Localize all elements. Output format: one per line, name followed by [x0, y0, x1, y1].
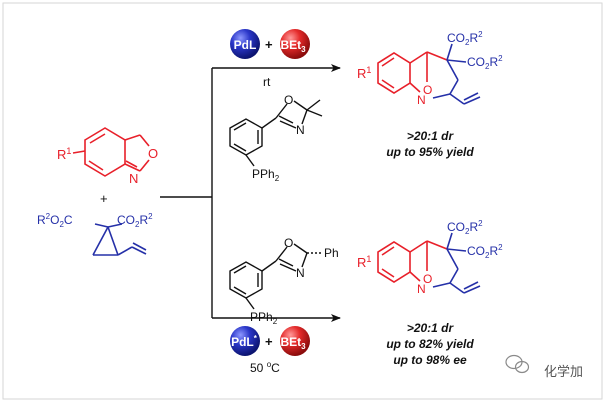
bottom-result-dr: >20:1 dr [407, 321, 455, 335]
top-ligand-structure [229, 99, 323, 167]
svg-text:PdL: PdL [234, 38, 257, 52]
bottom-catalyst-plus: + [265, 334, 273, 349]
bottom-ligand-o-atom: O [284, 236, 293, 250]
top-result-yield: up to 95% yield [386, 145, 474, 159]
watermark-text: 化学加 [543, 365, 583, 380]
bottom-product-structure [377, 232, 481, 294]
svg-text:BEt3: BEt3 [280, 335, 306, 351]
top-catalyst-plus: + [265, 37, 273, 52]
top-product-r1: R1 [357, 65, 371, 81]
bottom-product-ester-2: CO2R2 [467, 243, 503, 260]
top-product-o-atom: O [423, 83, 432, 97]
cyclopropane-right-ester: CO2R2 [117, 212, 153, 229]
vinylcyclopropane-reactant [92, 223, 147, 256]
top-pd-catalyst-ball: PdL [230, 29, 260, 59]
bottom-product-o-atom: O [423, 272, 432, 286]
r1-bond [72, 150, 86, 154]
top-product-ester-1: CO2R2 [447, 30, 483, 47]
top-ligand-phosphine: PPh2 [252, 167, 280, 183]
top-ligand-o-atom: O [284, 93, 293, 107]
top-ligand-n-atom: N [296, 123, 305, 137]
svg-text:BEt3: BEt3 [280, 38, 306, 54]
top-product-ester-2: CO2R2 [467, 54, 503, 71]
bottom-product-n-atom: N [417, 282, 426, 296]
top-borane-ball: BEt3 [280, 29, 310, 59]
bottom-condition-temperature: 50 oC [250, 360, 280, 375]
bottom-pd-catalyst-ball: PdL* [230, 326, 260, 356]
benzisoxazole-n-atom: N [129, 171, 138, 186]
top-product-n-atom: N [417, 93, 426, 107]
bottom-ligand-n-atom: N [296, 266, 305, 280]
svg-text:PdL*: PdL* [231, 334, 258, 349]
reactant-plus-sign: + [100, 191, 108, 206]
cyclopropane-left-ester: R2O2C [37, 212, 73, 229]
benzisoxazole-r1: R1 [57, 146, 71, 162]
bottom-ligand-structure [229, 243, 322, 310]
bottom-ligand-phosphine: PPh2 [250, 310, 278, 326]
top-product-structure [377, 43, 481, 105]
bottom-product-r1: R1 [357, 254, 371, 270]
benzisoxazole-reactant [84, 127, 150, 177]
bottom-ligand-phenyl: Ph [324, 246, 339, 260]
top-condition-temperature: rt [263, 75, 271, 89]
bottom-result-ee: up to 98% ee [393, 353, 467, 367]
bottom-borane-ball: BEt3 [280, 326, 310, 356]
benzisoxazole-o-atom: O [148, 146, 158, 161]
top-result-dr: >20:1 dr [407, 129, 455, 143]
wechat-icon [505, 354, 530, 374]
branching-arrows [160, 64, 341, 322]
bottom-product-ester-1: CO2R2 [447, 219, 483, 236]
bottom-result-yield: up to 82% yield [386, 337, 474, 351]
